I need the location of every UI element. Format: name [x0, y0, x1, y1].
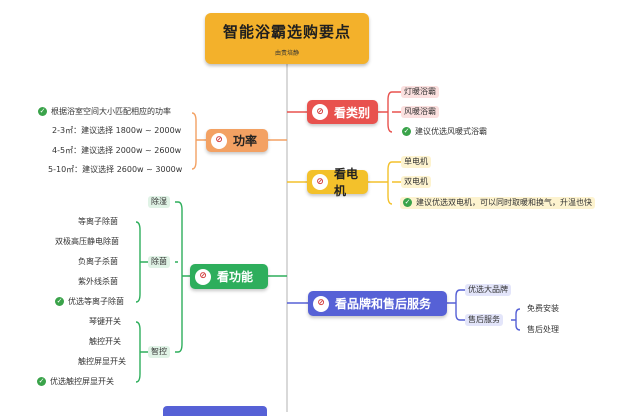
pin-icon: ⊘ — [211, 132, 227, 149]
power-item-3: 5-10㎡：建议选择 2600w ~ 3000w — [48, 165, 183, 174]
power-tip: ✓根据浴室空间大小匹配相应的功率 — [38, 107, 171, 116]
smart-tip: ✓优选触控屏显开关 — [37, 377, 114, 386]
root-title: 智能浴霸选购要点 — [222, 23, 351, 41]
check-icon: ✓ — [402, 127, 411, 136]
pin-icon: ⊘ — [195, 268, 211, 285]
function-group-dehumidify: 除湿 — [148, 196, 170, 208]
after-sales-item-2: 售后处理 — [527, 325, 559, 334]
power-node[interactable]: ⊘ 功率 — [206, 129, 268, 152]
sterilize-tip: ✓优选等离子除菌 — [55, 297, 124, 306]
sterilize-item-4: 紫外线杀菌 — [78, 277, 118, 286]
category-node[interactable]: ⊘ 看类别 — [307, 100, 378, 124]
brand-title: 看品牌和售后服务 — [335, 297, 432, 311]
sterilize-item-3: 负离子杀菌 — [78, 257, 118, 266]
power-item-1: 2-3㎡：建议选择 1800w ~ 2000w — [52, 126, 182, 135]
check-icon: ✓ — [55, 297, 64, 306]
pin-icon: ⊘ — [313, 295, 329, 312]
root-subtitle: 由责培静 — [274, 50, 299, 57]
check-icon: ✓ — [37, 377, 46, 386]
after-sales-item-1: 免费安装 — [527, 304, 559, 313]
function-title: 看功能 — [217, 270, 254, 284]
next-node-partial[interactable] — [163, 406, 267, 416]
category-title: 看类别 — [334, 105, 371, 120]
pin-icon: ⊘ — [312, 104, 328, 120]
category-item-1: 灯暖浴霸 — [401, 86, 439, 98]
sterilize-item-2: 双极高压静电除菌 — [55, 237, 119, 246]
root-node[interactable]: 智能浴霸选购要点 由责培静 — [205, 13, 369, 64]
function-group-smart: 智控 — [148, 346, 170, 358]
smart-item-2: 触控开关 — [89, 337, 121, 346]
motor-item-2: 双电机 — [401, 176, 431, 188]
function-node[interactable]: ⊘ 看功能 — [190, 264, 268, 289]
smart-item-1: 琴键开关 — [89, 317, 121, 326]
motor-item-1: 单电机 — [401, 156, 431, 168]
power-item-2: 4-5㎡：建议选择 2000w ~ 2600w — [52, 146, 182, 155]
motor-node[interactable]: ⊘ 看电机 — [307, 167, 368, 198]
motor-title: 看电机 — [334, 167, 359, 198]
sterilize-item-1: 等离子除菌 — [78, 217, 118, 226]
motor-tip: ✓建议优选双电机，可以同时取暖和换气，升温也快 — [400, 197, 595, 209]
brand-node[interactable]: ⊘ 看品牌和售后服务 — [308, 291, 447, 316]
power-title: 功率 — [233, 134, 258, 148]
smart-item-3: 触控屏显开关 — [78, 357, 126, 366]
check-icon: ✓ — [403, 198, 412, 207]
category-item-2: 风暖浴霸 — [401, 106, 439, 118]
function-group-sterilize: 除菌 — [148, 256, 170, 268]
pin-icon: ⊘ — [312, 174, 328, 190]
category-tip: ✓建议优选风暖式浴霸 — [402, 127, 487, 136]
brand-item-1: 优选大品牌 — [465, 284, 511, 296]
brand-item-2: 售后服务 — [465, 314, 503, 326]
check-icon: ✓ — [38, 107, 47, 116]
